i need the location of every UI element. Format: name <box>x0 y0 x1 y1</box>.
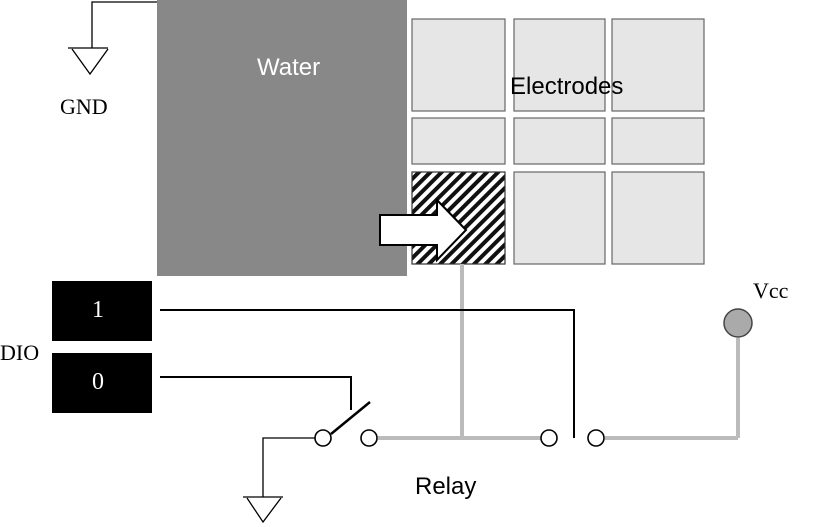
electrode-cell <box>513 117 606 165</box>
gray-wiring <box>378 264 740 440</box>
ground-symbol-bottom <box>243 437 315 524</box>
relay-contact <box>587 429 605 447</box>
ground-symbol-top <box>68 1 157 76</box>
dio-block-1 <box>52 281 152 341</box>
dio-bit-0: 0 <box>92 369 104 395</box>
electrode-cell <box>611 18 705 112</box>
dio-bit-1: 1 <box>92 297 104 323</box>
electrode-cell <box>411 18 506 112</box>
electrode-cell <box>513 171 606 265</box>
relay <box>314 401 605 447</box>
relay-contact <box>540 429 558 447</box>
electrode-cell <box>411 117 506 165</box>
relay-contact <box>314 429 332 447</box>
dio-block-0 <box>52 353 152 413</box>
arrow-right-icon <box>379 197 468 263</box>
vcc-label: Vcc <box>753 278 789 303</box>
relay-switch-arm <box>330 401 371 435</box>
electrode-cell <box>513 18 606 112</box>
electrodes-label: Electrodes <box>510 73 623 100</box>
dio-label: DIO <box>0 340 39 365</box>
electrode-grid <box>411 18 705 265</box>
water-label: Water <box>257 54 320 81</box>
electrode-cell <box>611 171 705 265</box>
electrode-cell <box>611 117 705 165</box>
gnd-label: GND <box>60 94 108 119</box>
vcc-terminal <box>723 308 753 338</box>
relay-contact <box>360 429 378 447</box>
control-wiring <box>160 309 575 438</box>
water-region <box>157 0 407 276</box>
relay-label: Relay <box>415 473 476 500</box>
